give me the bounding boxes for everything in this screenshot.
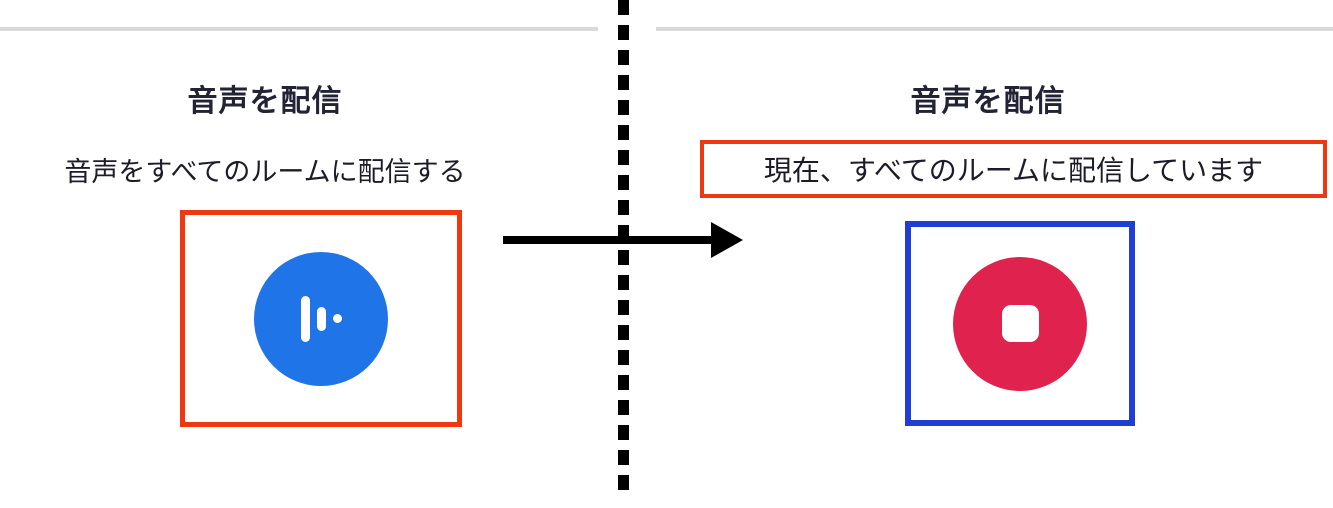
panel-title: 音声を配信 [187,85,343,118]
stop-broadcast-button[interactable] [953,256,1087,391]
broadcast-status-text: 現在、すべてのルームに配信しています [763,155,1264,186]
waveform-bar-tall [300,295,310,342]
transition-arrow [503,222,743,258]
broadcast-voice-button[interactable] [254,251,388,386]
dotted-divider [618,0,629,497]
arrow-head [711,222,743,258]
status-annotation-box: 現在、すべてのルームに配信しています [700,140,1327,198]
stop-icon [1001,305,1039,342]
top-border-left [0,27,598,31]
arrow-shaft [503,236,711,244]
blue-annotation-box [905,221,1135,426]
waveform-bar-mid [316,306,326,331]
panel-title: 音声を配信 [910,85,1066,118]
broadcast-description: 音声をすべてのルームに配信する [64,157,466,187]
waveform-dot [332,314,342,323]
top-border-right [656,27,1333,31]
voice-waveform-icon [300,295,342,342]
red-annotation-box [180,210,462,427]
